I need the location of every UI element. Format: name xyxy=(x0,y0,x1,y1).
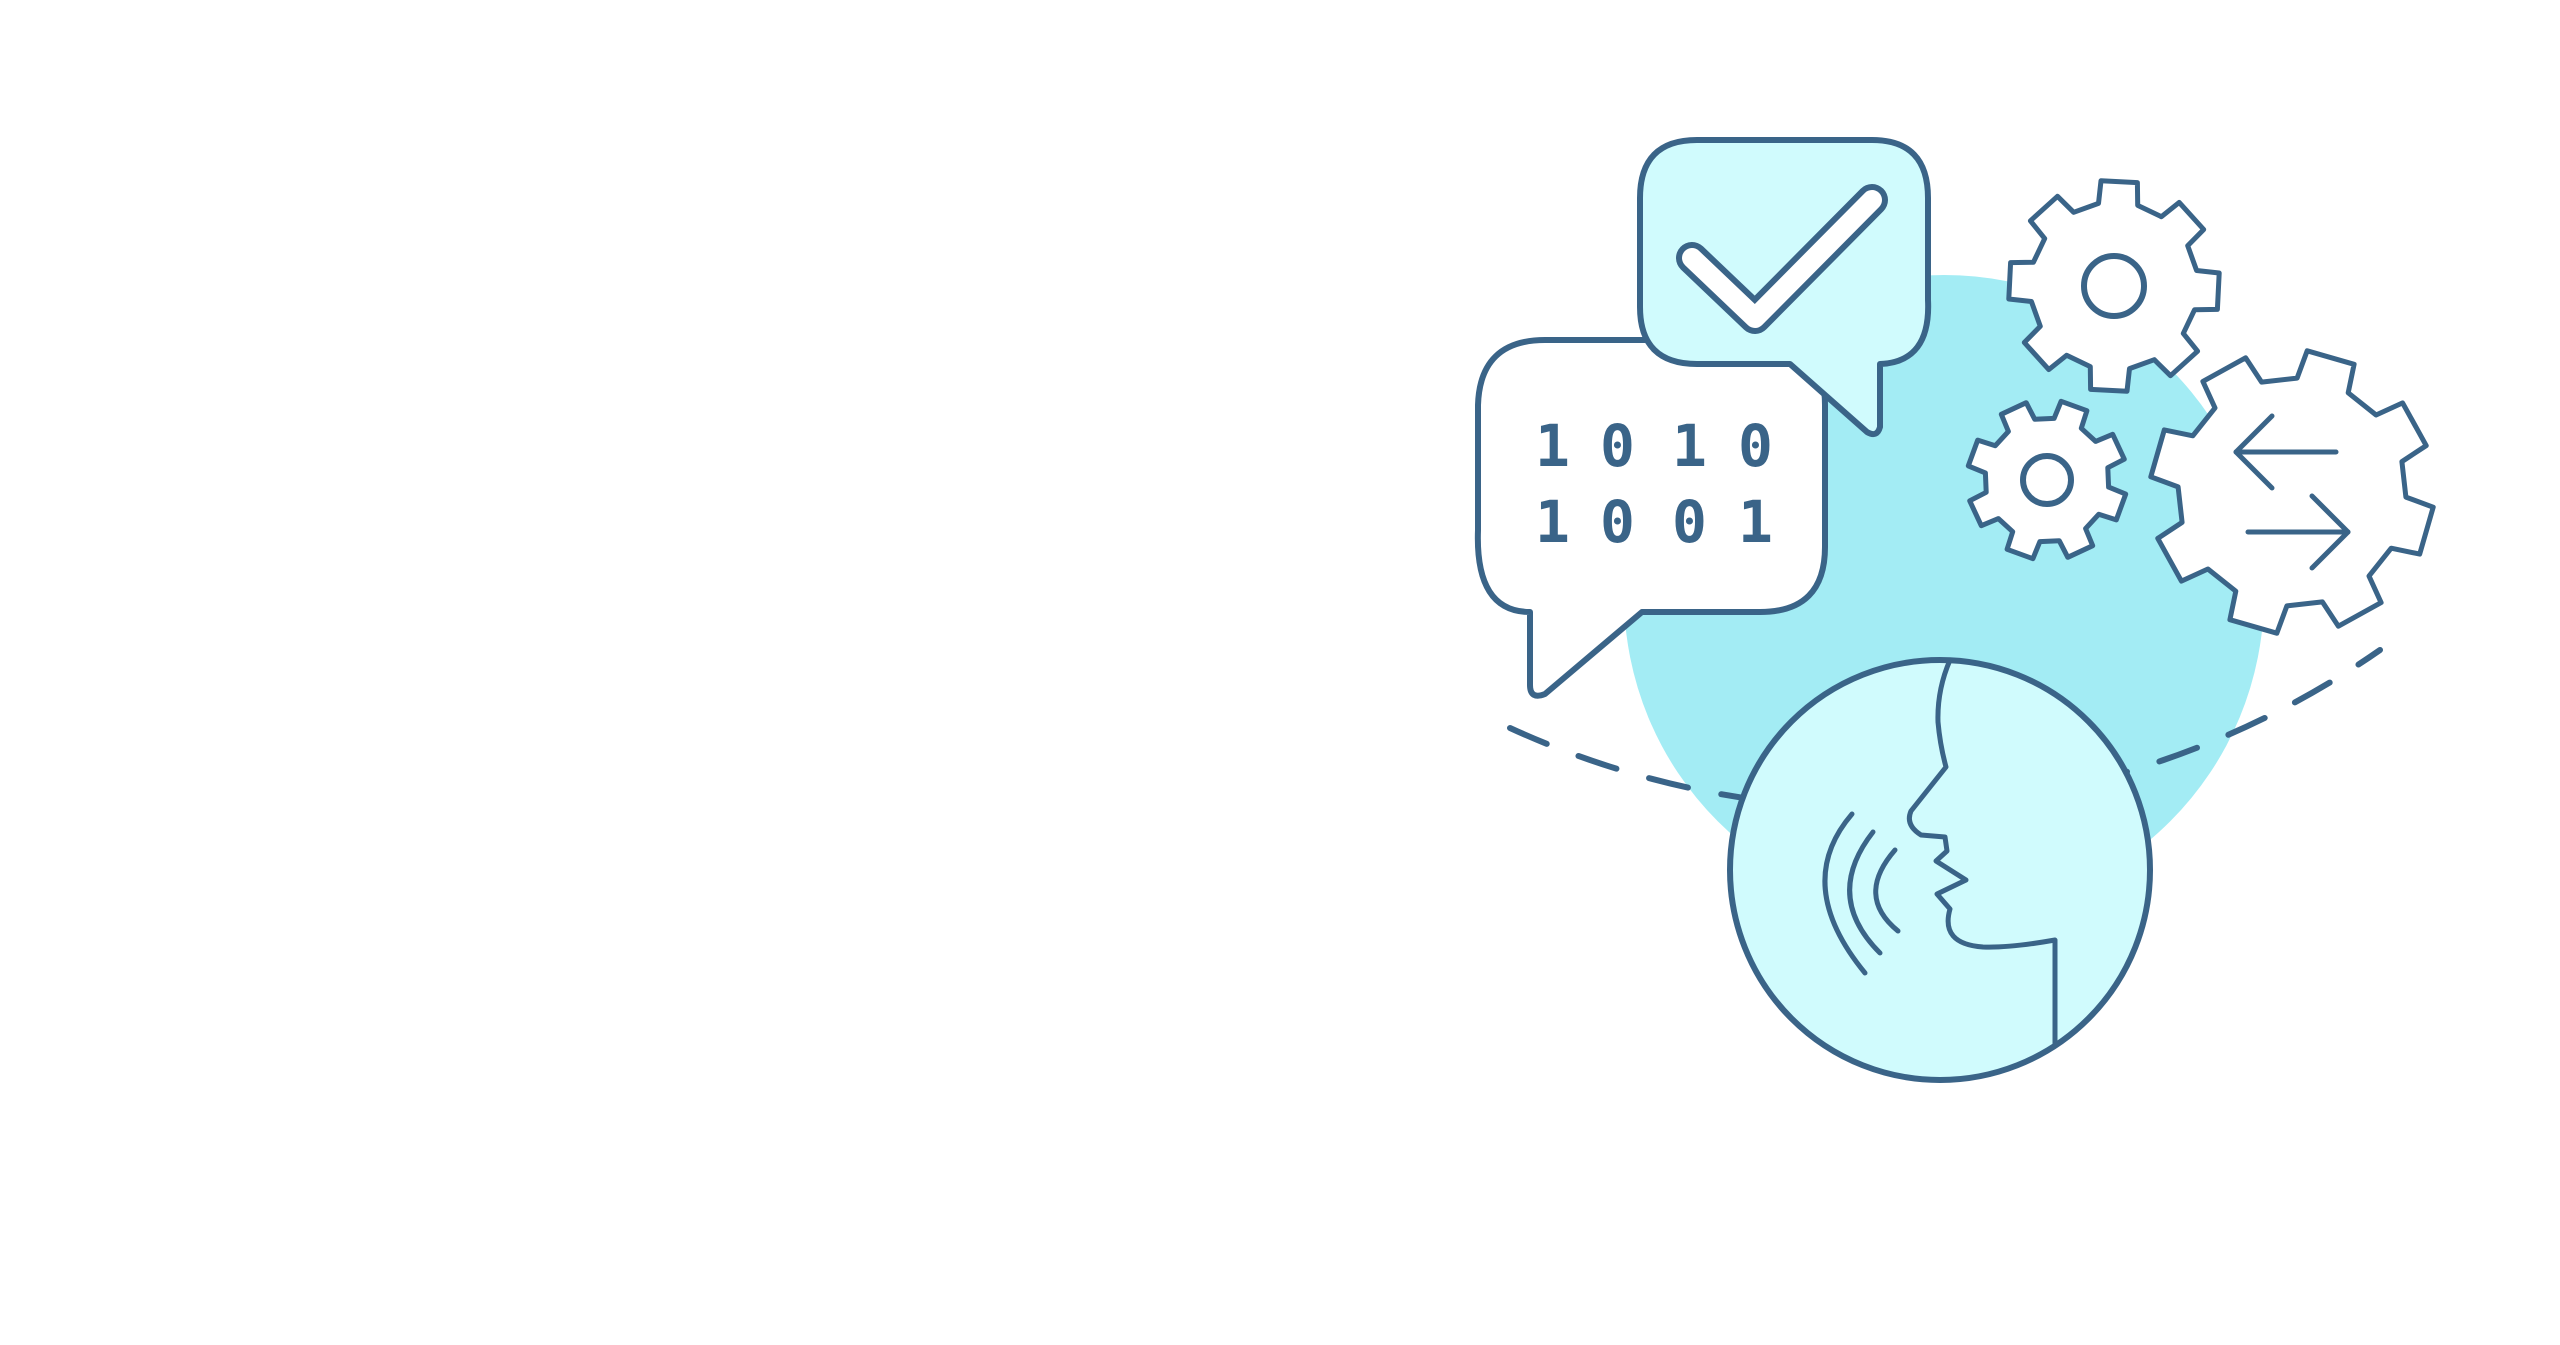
binary-digit: 1 xyxy=(1535,488,1570,556)
gear-arrows xyxy=(2148,348,2436,636)
binary-digit: 1 xyxy=(1672,412,1707,480)
gear-small-hub xyxy=(2020,453,2074,507)
binary-digit: 0 xyxy=(1738,412,1773,480)
head-profile xyxy=(1906,657,2058,1048)
binary-digit: 0 xyxy=(1600,488,1635,556)
check-icon-inner xyxy=(1682,190,1882,328)
sound-waves xyxy=(1822,811,1901,976)
binary-bubble: 1 0 1 0 1 0 0 1 xyxy=(1474,337,1828,699)
gear-large-hub xyxy=(2081,253,2147,319)
exchange-gear xyxy=(2148,348,2436,636)
gear-icon xyxy=(1965,398,2129,562)
checkmark-bubble xyxy=(1637,137,1932,438)
binary-digit: 1 xyxy=(1535,412,1570,480)
binary-code-icon: 1 0 1 0 1 0 0 1 xyxy=(1535,412,1773,556)
exchange-arrows-icon xyxy=(2233,413,2351,571)
gear-icon xyxy=(2006,178,2222,394)
speaking-head-circle xyxy=(1727,657,2153,1083)
binary-digit: 0 xyxy=(1672,488,1707,556)
binary-digit: 0 xyxy=(1600,412,1635,480)
speaking-head-icon xyxy=(1727,657,2153,1083)
binary-digit: 1 xyxy=(1738,488,1773,556)
